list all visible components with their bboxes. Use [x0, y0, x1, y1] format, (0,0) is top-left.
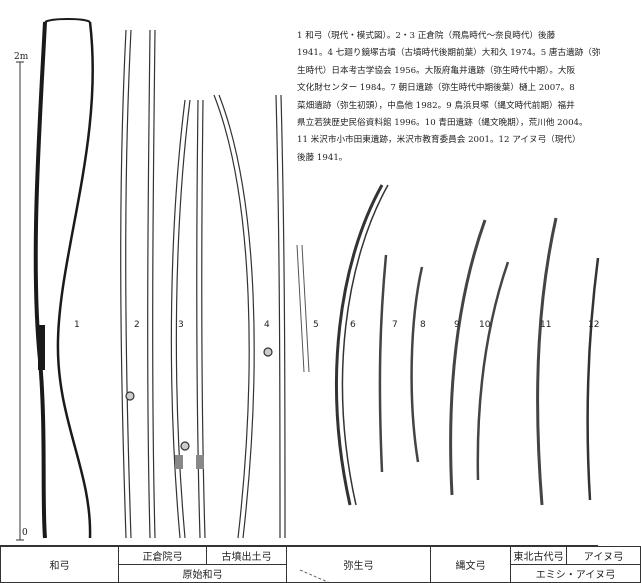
bow-3	[170, 99, 206, 539]
bow-7	[378, 254, 388, 473]
caption-line: 菜畑遺跡（弥生初頭），中島他 1982。9 鳥浜貝塚（縄文時代前期）福井	[297, 100, 575, 111]
cell-tohoku: 東北古代弓	[510, 546, 567, 565]
cell-emishi-ainu: エミシ・アイヌ弓	[510, 564, 641, 583]
bow-6	[335, 184, 389, 506]
scale-top-label: 2m	[14, 52, 29, 62]
caption-line: 11 米沢市小市田東遺跡，米沢市教育委員会 2001。12 アイヌ弓（現代）	[297, 135, 581, 146]
diagram-stage: 2m 0 1 2 3 4 5 6 7 8 9 10 11 12 1 和弓（現代・…	[0, 18, 641, 583]
bow-number-9: 9	[454, 320, 460, 330]
bow-number-10: 10	[479, 320, 491, 330]
bow-1	[33, 18, 94, 539]
cell-kofun: 古墳出土弓	[206, 546, 287, 565]
bow-number-4: 4	[264, 320, 270, 330]
bow-11	[536, 217, 558, 506]
cell-yayoi: 弥生弓	[286, 546, 431, 583]
bow-number-7: 7	[392, 320, 398, 330]
caption-line: 生時代）日本考古学協会 1956。大阪府亀井遺跡（弥生時代中期）。大阪	[297, 65, 576, 76]
bow-8	[410, 266, 424, 463]
bow-5	[296, 244, 310, 373]
classification-table: 和弓 正倉院弓 古墳出土弓 弥生弓 縄文弓 東北古代弓 アイヌ弓 原始和弓 エミ…	[0, 546, 641, 583]
bow-9	[449, 219, 487, 496]
caption-line: 後藤 1941。	[297, 152, 348, 163]
caption-line: 1 和弓（現代・模式図）。2・3 正倉院（飛鳥時代〜奈良時代）後藤	[297, 31, 556, 41]
figure-caption: 1 和弓（現代・模式図）。2・3 正倉院（飛鳥時代〜奈良時代）後藤 1941。4…	[297, 28, 601, 167]
caption-line: 1941。4 七廻り鏡塚古墳（古墳時代後期前葉）大和久 1974。5 唐古遺跡（…	[297, 48, 601, 59]
caption-line: 文化財センター 1984。7 朝日遺跡（弥生時代中期後葉）樋上 2007。8	[297, 83, 575, 94]
cell-ainu: アイヌ弓	[566, 546, 641, 565]
cell-genshi-wakyu: 原始和弓	[118, 564, 287, 583]
bow-number-11: 11	[540, 320, 552, 330]
bow-number-2: 2	[134, 320, 140, 330]
bow-number-6: 6	[350, 320, 356, 330]
bow-number-5: 5	[313, 320, 319, 330]
bow-number-12: 12	[588, 320, 600, 330]
scale-bottom-label: 0	[22, 528, 28, 538]
bow-number-1: 1	[74, 320, 80, 330]
bows-drawing	[16, 18, 600, 583]
bow-12	[586, 257, 600, 501]
bow-number-3: 3	[178, 320, 184, 330]
bow-2	[120, 29, 156, 539]
bow-10	[476, 261, 510, 481]
bow-4	[213, 94, 286, 539]
caption-line: 県立若狭歴史民俗資料館 1996。10 青田遺跡（縄文晩期），荒川他 2004。	[297, 117, 588, 128]
table-top-rule	[0, 545, 598, 546]
cell-shosoin: 正倉院弓	[118, 546, 207, 565]
cell-wakyu: 和弓	[0, 546, 119, 583]
scale-bar	[16, 61, 24, 541]
bow-number-8: 8	[420, 320, 426, 330]
cell-jomon: 縄文弓	[430, 546, 511, 583]
